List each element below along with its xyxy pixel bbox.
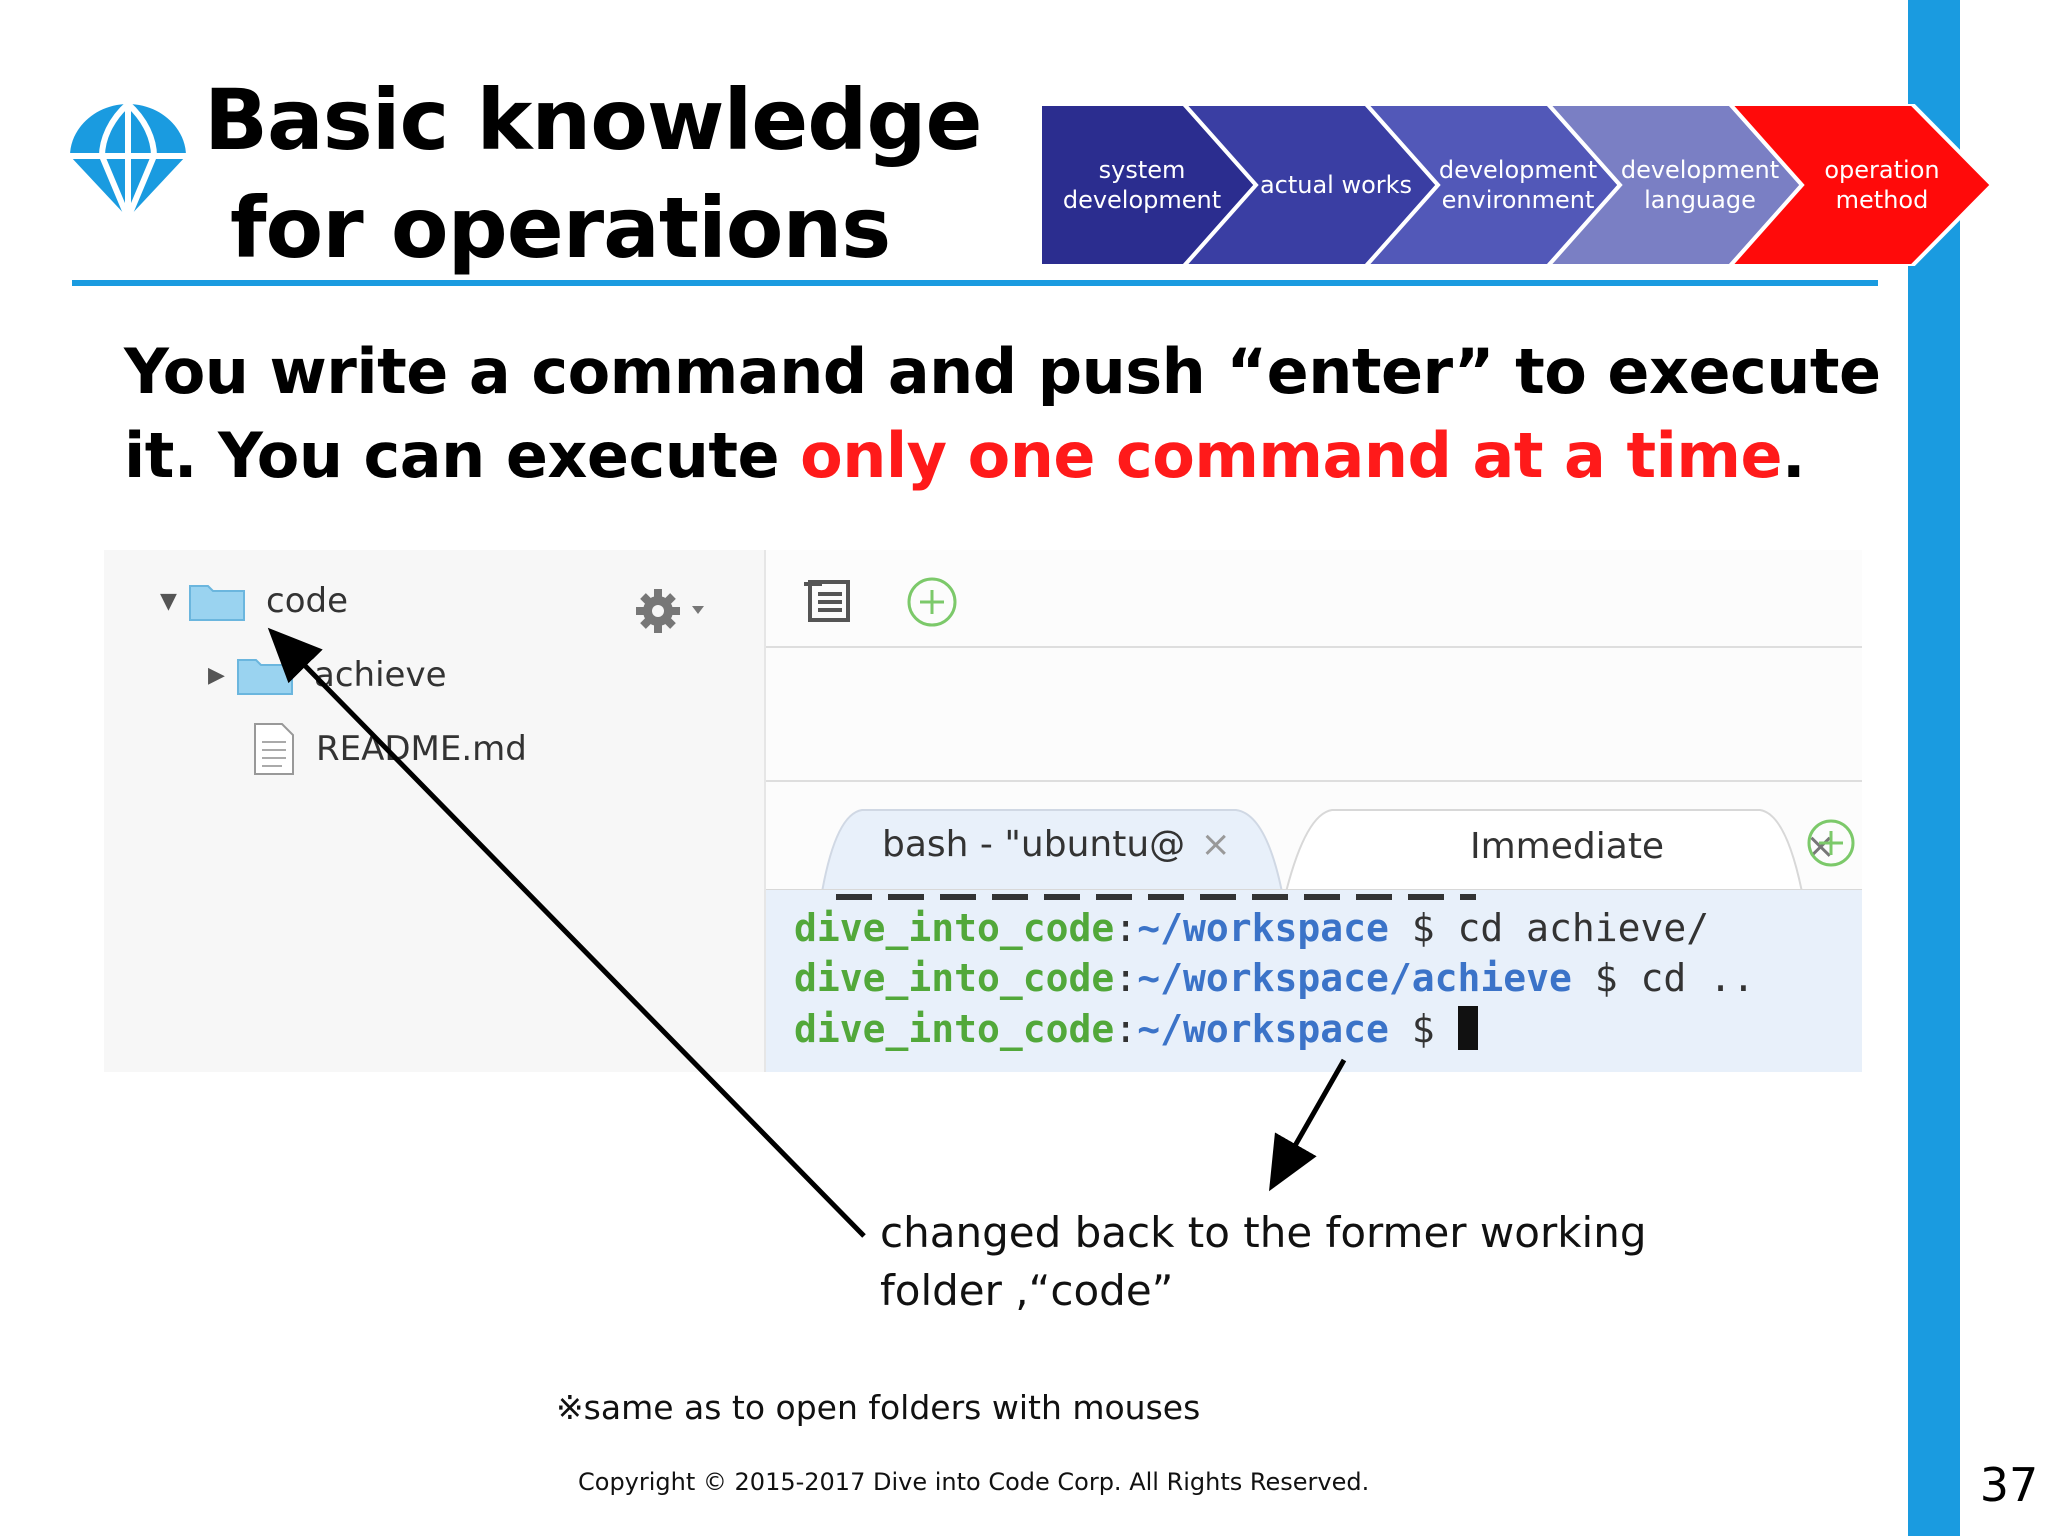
editor-panel: bash - "ubuntu@ × Immediate × dive_into_… bbox=[766, 550, 1862, 1072]
process-step-3-shape bbox=[1363, 104, 1623, 266]
terminal-scrolled-text bbox=[836, 894, 1476, 900]
tree-item-label: code bbox=[266, 581, 348, 621]
folder-icon bbox=[189, 585, 245, 621]
statement-text: You write a command and push “enter” to … bbox=[124, 335, 1881, 492]
process-step-3: development environment bbox=[1438, 156, 1598, 214]
process-step-2-shape bbox=[1181, 104, 1441, 266]
main-statement: You write a command and push “enter” to … bbox=[124, 330, 1884, 498]
chevron-right-icon[interactable]: ▶ bbox=[208, 662, 225, 688]
tab-label: Immediate bbox=[1470, 826, 1665, 867]
process-step-2: actual works bbox=[1259, 171, 1413, 199]
tree-item-label: README.md bbox=[316, 729, 527, 769]
folder-icon bbox=[237, 659, 293, 695]
terminal[interactable]: dive_into_code:~/workspace $ cd achieve/… bbox=[766, 890, 1862, 1072]
file-tree-panel: ▼ code ▶ achieve README.md bbox=[104, 550, 764, 1072]
process-step-4-shape bbox=[1545, 104, 1805, 266]
annotation-line-2: folder ,“code” bbox=[880, 1266, 1174, 1315]
process-step-4: development language bbox=[1620, 156, 1780, 214]
header-divider bbox=[72, 280, 1878, 286]
pane-divider bbox=[766, 780, 1862, 782]
annotation-line-1: changed back to the former working bbox=[880, 1208, 1647, 1257]
process-step-5-shape bbox=[1727, 104, 1995, 266]
tree-item-code[interactable]: ▼ code bbox=[160, 580, 348, 622]
add-tab-icon[interactable] bbox=[1806, 818, 1856, 868]
footnote: ※same as to open folders with mouses bbox=[556, 1388, 1201, 1427]
arrow-to-terminal bbox=[1269, 1058, 1347, 1192]
file-icon bbox=[254, 723, 294, 775]
statement-highlight: only one command at a time bbox=[800, 419, 1783, 492]
terminal-line: dive_into_code:~/workspace $ bbox=[794, 1006, 1478, 1051]
add-icon[interactable] bbox=[906, 576, 958, 628]
title-line-2: for operations bbox=[230, 179, 891, 277]
annotation-text: changed back to the former working folde… bbox=[880, 1204, 1780, 1320]
statement-end: . bbox=[1782, 419, 1806, 492]
copyright: Copyright © 2015-2017 Dive into Code Cor… bbox=[578, 1468, 1370, 1496]
globe-icon bbox=[70, 100, 186, 224]
tab-immediate[interactable]: Immediate × bbox=[1470, 826, 1836, 867]
chevron-down-icon[interactable]: ▼ bbox=[160, 588, 177, 614]
terminal-line: dive_into_code:~/workspace/achieve $ cd … bbox=[794, 956, 1755, 1000]
tree-item-achieve[interactable]: ▶ achieve bbox=[208, 654, 446, 696]
list-icon[interactable] bbox=[802, 580, 852, 622]
title-line-1: Basic knowledge bbox=[204, 71, 983, 169]
close-icon[interactable]: × bbox=[1200, 824, 1231, 865]
page-title: Basic knowledge for operations bbox=[204, 66, 1004, 282]
tab-label: bash - "ubuntu@ bbox=[882, 824, 1186, 865]
terminal-cursor bbox=[1457, 1006, 1478, 1050]
gear-icon[interactable] bbox=[634, 586, 714, 636]
terminal-line: dive_into_code:~/workspace $ cd achieve/ bbox=[794, 906, 1710, 950]
tab-bash[interactable]: bash - "ubuntu@ × bbox=[882, 824, 1231, 865]
editor-toolbar bbox=[766, 550, 1862, 648]
process-step-5: operation method bbox=[1824, 156, 1940, 214]
tree-item-readme[interactable]: README.md bbox=[252, 722, 527, 776]
ide-screenshot: ▼ code ▶ achieve README.md bbox=[104, 550, 1862, 1072]
tab-bar bbox=[766, 809, 1862, 892]
process-step-1: system development bbox=[1062, 156, 1222, 214]
tree-item-label: achieve bbox=[314, 655, 447, 695]
process-breadcrumb: system development actual works developm… bbox=[1040, 104, 2000, 266]
page-number: 37 bbox=[1979, 1458, 2039, 1512]
